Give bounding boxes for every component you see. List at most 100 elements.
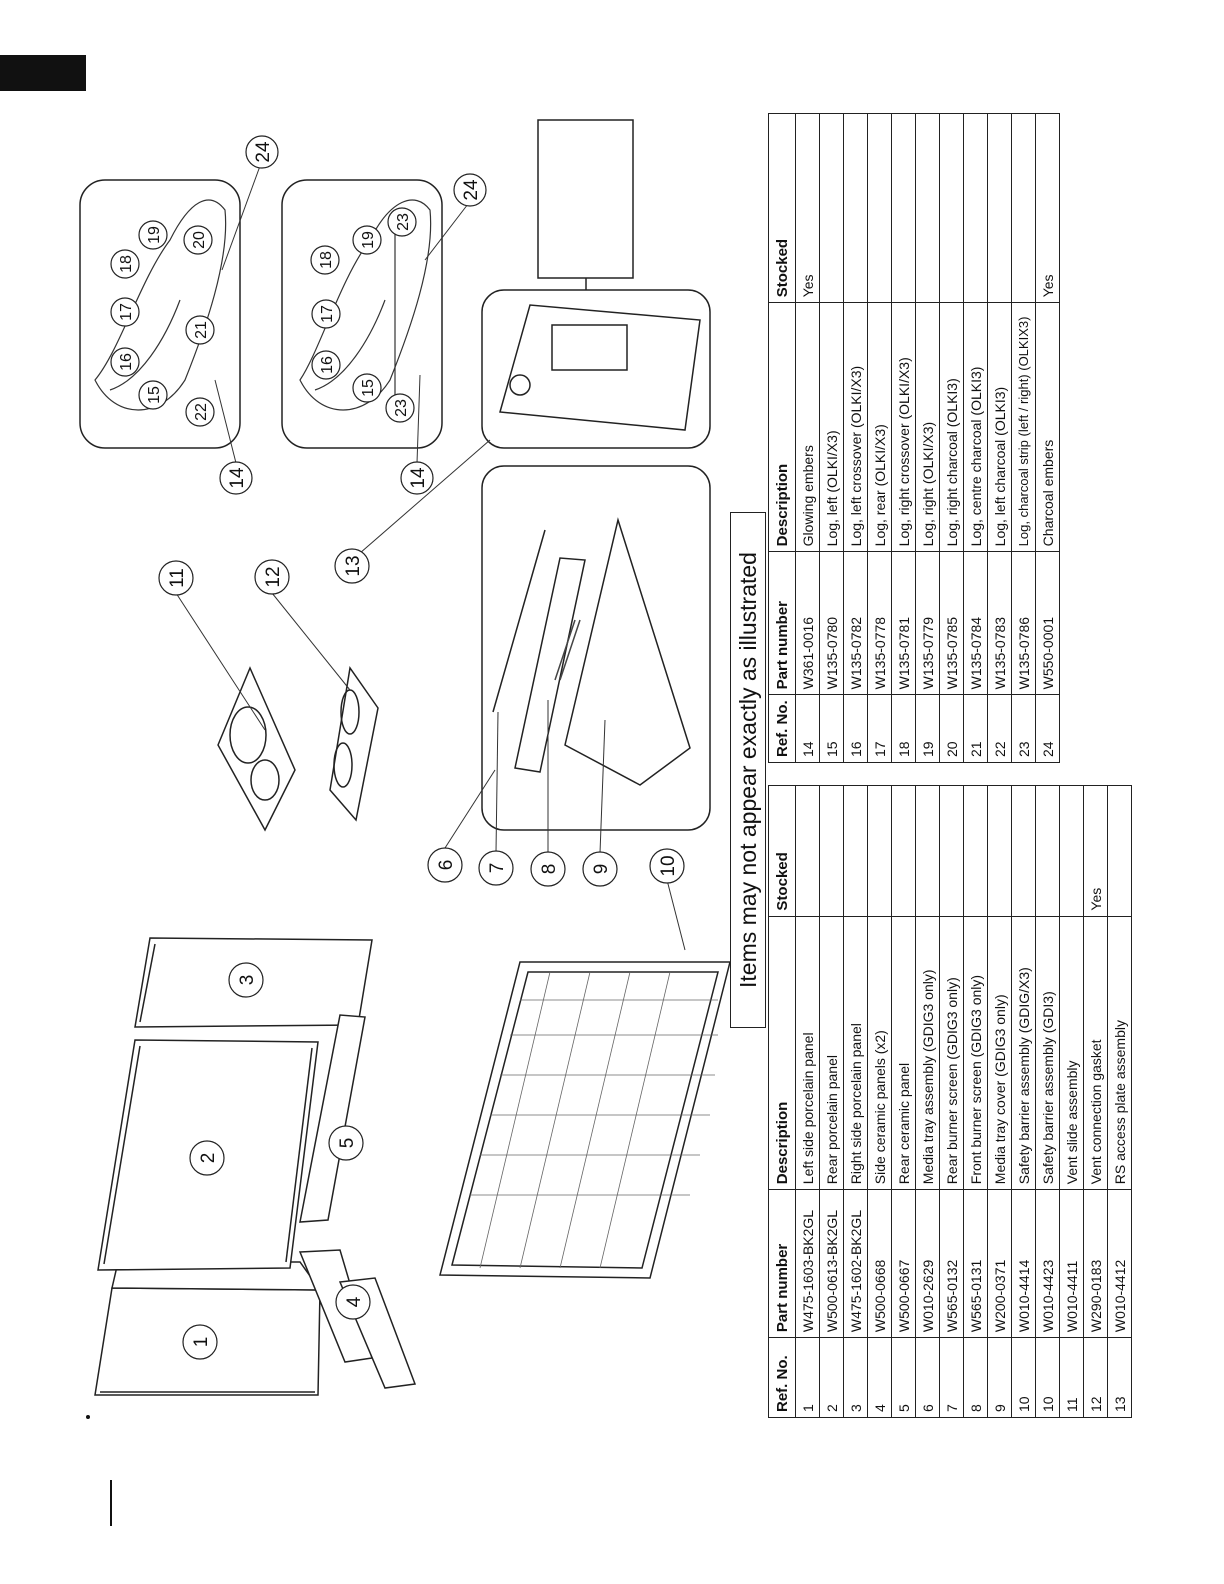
cell-part: W010-2629	[915, 1189, 940, 1338]
svg-text:18: 18	[118, 255, 135, 273]
cell-desc: Log, right charcoal (OLKI3)	[939, 302, 964, 552]
cell-desc: Log, rear (OLKI/X3)	[867, 302, 892, 552]
cell-part: W565-0132	[939, 1189, 964, 1338]
callout-14b: 14	[400, 461, 434, 495]
cell-part: W135-0785	[939, 551, 964, 695]
cell-ref: 18	[891, 694, 916, 763]
cell-part: W135-0786	[1011, 551, 1036, 695]
cell-desc: Charcoal embers	[1035, 302, 1060, 552]
illustration-notice: Items may not appear exactly as illustra…	[730, 512, 766, 1028]
callout-19b: 19	[352, 225, 382, 255]
cell-ref: 20	[939, 694, 964, 763]
cell-ref: 24	[1035, 694, 1060, 763]
svg-text:21: 21	[193, 321, 210, 339]
parts-table-right-wrapper: Ref. No. Part number Description Stocked…	[768, 113, 1060, 763]
cell-part: W475-1602-BK2GL	[843, 1189, 868, 1338]
cell-stocked	[915, 785, 940, 917]
access-plate-label-box	[537, 119, 634, 279]
callout-22: 22	[185, 397, 215, 427]
cell-ref: 9	[987, 1337, 1012, 1418]
cell-part: W475-1603-BK2GL	[795, 1189, 820, 1338]
part-vent-slide	[217, 666, 296, 832]
cell-desc: Safety barrier assembly (GDI3)	[1035, 916, 1060, 1190]
cell-desc: Log, left crossover (OLKI/X3)	[843, 302, 868, 552]
table-header-row: Ref. No. Part number Description Stocked	[768, 113, 796, 763]
cell-stocked	[795, 785, 820, 917]
cell-ref: 19	[915, 694, 940, 763]
svg-text:17: 17	[319, 305, 336, 323]
cell-desc: Glowing embers	[795, 302, 820, 552]
cell-desc: Media tray assembly (GDIG3 only)	[915, 916, 940, 1190]
callout-10: 10	[649, 848, 685, 884]
callout-17a: 17	[110, 297, 140, 327]
svg-text:17: 17	[118, 303, 135, 321]
cell-desc: Log, centre charcoal (OLKI3)	[963, 302, 988, 552]
part-vent-gasket	[329, 666, 379, 822]
cell-ref: 5	[891, 1337, 916, 1418]
cell-ref: 7	[939, 1337, 964, 1418]
cell-part: W565-0131	[963, 1189, 988, 1338]
cell-ref: 23	[1011, 694, 1036, 763]
table-header-row: Ref. No. Part number Description Stocked	[768, 785, 796, 1418]
cell-desc: Vent slide assembly	[1059, 916, 1084, 1190]
svg-text:15: 15	[360, 379, 377, 397]
cell-stocked	[1107, 785, 1132, 917]
cell-stocked	[915, 113, 940, 303]
callout-20: 20	[183, 225, 213, 255]
cell-part: W010-4423	[1035, 1189, 1060, 1338]
callout-11: 11	[158, 560, 194, 596]
cell-stocked	[843, 785, 868, 917]
cell-part: W135-0778	[867, 551, 892, 695]
callout-8: 8	[530, 851, 566, 887]
header-stocked: Stocked	[768, 113, 796, 303]
parts-table-right: Ref. No. Part number Description Stocked…	[768, 113, 1060, 763]
cell-stocked	[1035, 785, 1060, 917]
callout-23a: 23	[385, 393, 415, 423]
cell-ref: 4	[867, 1337, 892, 1418]
cell-ref: 22	[987, 694, 1012, 763]
callout-16b: 16	[311, 350, 341, 380]
cell-stocked	[867, 785, 892, 917]
cell-stocked	[987, 785, 1012, 917]
callout-18b: 18	[310, 245, 340, 275]
cell-part: W290-0183	[1083, 1189, 1108, 1338]
cell-part: W010-4412	[1107, 1189, 1132, 1338]
part-access-plate	[499, 304, 701, 431]
cell-desc: Front burner screen (GDIG3 only)	[963, 916, 988, 1190]
svg-text:1: 1	[191, 1337, 212, 1348]
cell-desc: Log, left charcoal (OLKI3)	[987, 302, 1012, 552]
cell-ref: 1	[795, 1337, 820, 1418]
section-tab-marker	[0, 55, 86, 91]
cell-stocked	[891, 113, 916, 303]
callout-24b: 24	[453, 173, 487, 207]
part-rear-ceramic-panel	[299, 1014, 366, 1223]
svg-text:12: 12	[263, 566, 284, 587]
cell-stocked: Yes	[795, 113, 820, 303]
cell-stocked	[963, 113, 988, 303]
cell-stocked	[1011, 785, 1036, 917]
callout-5: 5	[328, 1125, 364, 1161]
svg-text:22: 22	[193, 403, 210, 421]
callout-18a: 18	[110, 249, 140, 279]
callout-24a: 24	[245, 135, 279, 169]
cell-part: W361-0016	[795, 551, 820, 695]
svg-text:16: 16	[118, 353, 135, 371]
callout-6: 6	[427, 847, 463, 883]
svg-text:7: 7	[487, 863, 508, 874]
svg-text:23: 23	[395, 213, 412, 231]
cell-stocked	[1011, 113, 1036, 303]
cell-stocked	[963, 785, 988, 917]
part-media-tray	[492, 517, 691, 786]
